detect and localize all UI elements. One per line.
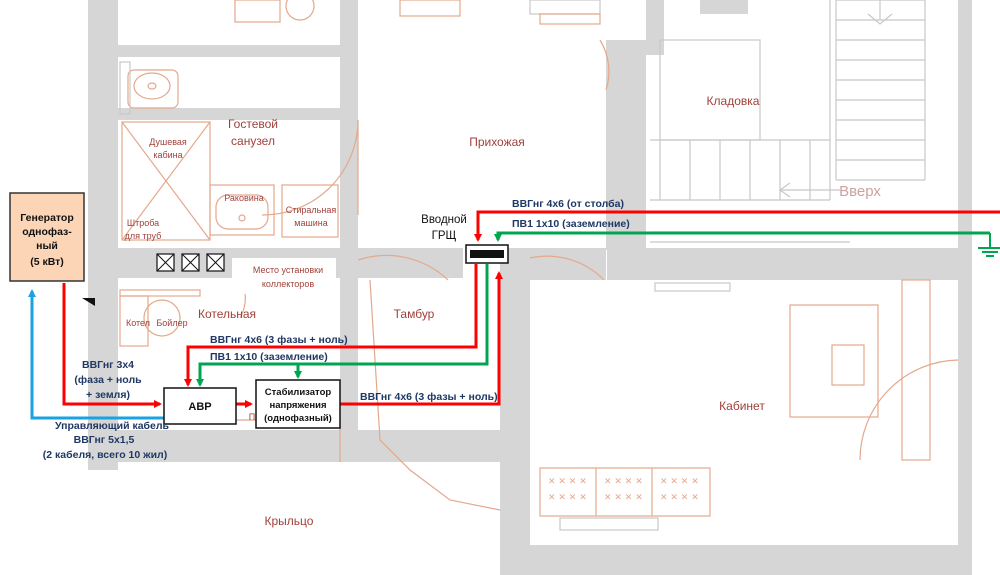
room-hall: Прихожая — [469, 135, 525, 149]
cable-labels: ВВГнг 4х6 (от столба) ПВ1 1х10 (заземлен… — [43, 198, 630, 461]
svg-text:✕ ✕ ✕ ✕: ✕ ✕ ✕ ✕ — [548, 477, 587, 487]
label-ats-ground: ПВ1 1х10 (заземление) — [210, 351, 328, 363]
label-ats-power: ВВГнг 4х6 (3 фазы + ноль) — [210, 334, 348, 346]
fixtures — [82, 0, 959, 531]
main-panel-label-1: Вводной — [421, 214, 467, 226]
room-washer-line2: машина — [294, 218, 327, 228]
room-boiler: Бойлер — [156, 318, 187, 328]
generator-label-3: ный — [36, 240, 58, 252]
svg-text:✕ ✕ ✕ ✕: ✕ ✕ ✕ ✕ — [660, 477, 699, 487]
room-pipe-chase-line2: для труб — [125, 231, 162, 241]
walls — [88, 0, 972, 575]
room-shower-line1: Душевая — [149, 137, 187, 147]
room-partial: П — [249, 412, 255, 422]
generator-label-4: (5 кВт) — [30, 256, 64, 268]
room-guest-wc-line1: Гостевой — [228, 117, 278, 131]
label-gen-power-3: + земля) — [86, 389, 130, 401]
room-up: Вверх — [839, 183, 881, 200]
cable-ats-ground — [196, 264, 489, 387]
generator-block: Генератор однофаз- ный (5 кВт) — [9, 192, 85, 282]
room-shower-line2: кабина — [153, 150, 182, 160]
label-gen-power-1: ВВГнг 3х4 — [82, 359, 134, 371]
label-control-3: (2 кабеля, всего 10 жил) — [43, 449, 167, 461]
svg-text:✕ ✕ ✕ ✕: ✕ ✕ ✕ ✕ — [660, 493, 699, 503]
main-panel-label-2: ГРЩ — [432, 230, 457, 242]
generator-label-1: Генератор — [20, 212, 74, 224]
cables — [28, 210, 1000, 424]
room-vestibule: Тамбур — [394, 307, 435, 321]
cable-incoming-power — [474, 210, 1000, 242]
svg-text:✕ ✕ ✕ ✕: ✕ ✕ ✕ ✕ — [604, 493, 643, 503]
stabilizer-label-1: Стабилизатор — [265, 387, 332, 398]
room-washer-line1: Стиральная — [286, 205, 337, 215]
stabilizer-block: Стабилизатор напряжения (однофазный) — [255, 379, 341, 429]
room-collector-line2: коллекторов — [262, 279, 314, 289]
room-guest-wc-line2: санузел — [231, 134, 275, 148]
label-control-2: ВВГнг 5х1,5 — [74, 434, 135, 446]
room-pipe-chase-line1: Штроба — [127, 218, 159, 228]
generator-label-2: однофаз- — [22, 226, 72, 238]
room-boiler-gas: Котел — [126, 318, 150, 328]
cable-incoming-ground — [494, 231, 990, 242]
label-incoming-power: ВВГнг 4х6 (от столба) — [512, 198, 624, 210]
label-control-1: Управляющий кабель — [55, 420, 170, 432]
main-panel-block: Вводной ГРЩ — [421, 214, 509, 264]
room-sink: Раковина — [224, 193, 264, 203]
collector-boxes — [156, 253, 225, 272]
cable-gen-power — [62, 283, 162, 408]
svg-text:✕ ✕ ✕ ✕: ✕ ✕ ✕ ✕ — [604, 477, 643, 487]
label-stab-out: ВВГнг 4х6 (3 фазы + ноль) — [360, 391, 498, 403]
room-collector-line1: Место установки — [253, 265, 323, 275]
cable-ats-power — [184, 264, 478, 387]
svg-text:✕ ✕ ✕ ✕: ✕ ✕ ✕ ✕ — [548, 493, 587, 503]
cable-stab-out — [340, 271, 503, 406]
label-incoming-ground: ПВ1 1х10 (заземление) — [512, 218, 630, 230]
room-study: Кабинет — [719, 399, 765, 413]
room-boiler-room: Котельная — [198, 307, 256, 321]
stairs — [659, 0, 926, 200]
room-pantry: Кладовка — [707, 94, 760, 108]
label-gen-power-2: (фаза + ноль — [74, 374, 142, 386]
ats-block: АВР — [163, 387, 237, 425]
stabilizer-label-2: напряжения — [270, 400, 327, 411]
study-window: ✕ ✕ ✕ ✕ ✕ ✕ ✕ ✕ ✕ ✕ ✕ ✕ ✕ ✕ ✕ ✕ ✕ ✕ ✕ ✕ … — [548, 477, 699, 503]
ats-label: АВР — [188, 401, 211, 413]
stabilizer-label-3: (однофазный) — [264, 413, 332, 424]
room-labels: Гостевой санузел Прихожая Кладовка Вверх… — [125, 94, 882, 528]
room-porch: Крыльцо — [265, 514, 314, 528]
